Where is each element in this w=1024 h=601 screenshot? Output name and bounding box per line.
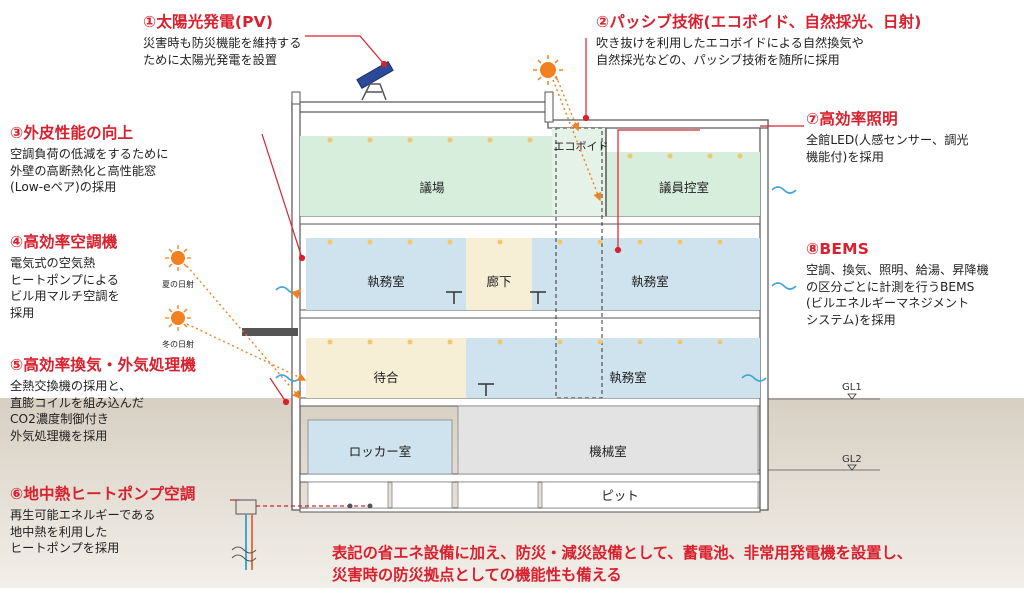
annotation-body: 全熱交換機の採用と、 直膨コイルを組み込んだ CO2濃度制御付き 外気処理機を採… bbox=[10, 379, 145, 443]
annotation-body: 全館LED(人感センサー、調光 機能付)を採用 bbox=[806, 133, 969, 164]
pit-cell-2 bbox=[391, 481, 453, 509]
label-waiting-room: 待合 bbox=[373, 370, 399, 385]
annotation-body: 空調、換気、照明、給湯、昇降機 の区分ごとに計測を行うBEMS (ビルエネルギー… bbox=[806, 263, 989, 327]
footer-note: 表記の省エネ設備に加え、防災・減災設備として、蓄電池、非常用発電機を設置し、 災… bbox=[332, 544, 913, 584]
label-office-1f: 執務室 bbox=[609, 370, 647, 385]
annotation-title: ①太陽光発電(PV) bbox=[143, 13, 274, 31]
label-locker-room: ロッカー室 bbox=[349, 444, 412, 459]
geothermal-pipe bbox=[231, 499, 373, 570]
pit-cell-4 bbox=[541, 481, 759, 509]
annotation-title: ④高効率空調機 bbox=[10, 233, 118, 251]
solar-panel-icon bbox=[356, 60, 394, 101]
annotation-body: 災害時も防災機能を維持する ために太陽光発電を設置 bbox=[143, 36, 302, 67]
label-summer-sun: 夏の日射 bbox=[162, 279, 194, 289]
gl1-label: GL1 bbox=[842, 382, 862, 393]
ceiling-lights bbox=[327, 137, 743, 345]
annotation-title: ⑦高効率照明 bbox=[806, 110, 898, 128]
label-eco-void: エコボイド bbox=[554, 140, 609, 153]
gl2-marker bbox=[847, 464, 857, 471]
pit-cell-1 bbox=[307, 481, 389, 509]
ac-units bbox=[446, 291, 546, 396]
label-winter-sun: 冬の日射 bbox=[162, 339, 194, 349]
room-office-1f bbox=[466, 338, 760, 398]
pit-cell-3 bbox=[457, 481, 539, 509]
annotation-lighting: ⑦高効率照明 全館LED(人感センサー、調光 機能付)を採用 bbox=[806, 110, 969, 165]
label-corridor: 廊下 bbox=[486, 274, 511, 289]
room-machine bbox=[457, 405, 759, 475]
building-structure bbox=[291, 91, 769, 513]
annotation-body: 吹き抜けを利用したエコボイドによる自然換気や 自然採光などの、パッシブ技術を随所… bbox=[596, 36, 864, 67]
annotation-title: ②パッシブ技術(エコボイド、自然採光、日射) bbox=[596, 13, 922, 31]
eave-louvre bbox=[242, 328, 298, 336]
label-members-room: 議員控室 bbox=[659, 180, 709, 195]
sun-rays bbox=[186, 75, 602, 400]
room-waiting bbox=[306, 338, 466, 398]
label-office-2f-left: 執務室 bbox=[367, 274, 405, 289]
room-members bbox=[606, 152, 760, 216]
sun-icon-top bbox=[533, 55, 563, 85]
room-office-2f-left bbox=[306, 238, 466, 310]
label-office-2f-right: 執務室 bbox=[631, 274, 669, 289]
label-assembly-hall: 議場 bbox=[419, 180, 444, 195]
annotation-body: 電気式の空気熱 ヒートポンプによる ビル用マルチ空調を 採用 bbox=[10, 256, 120, 320]
annotation-hvac: ④高効率空調機 電気式の空気熱 ヒートポンプによる ビル用マルチ空調を 採用 bbox=[10, 233, 120, 321]
sun-icon-summer bbox=[165, 245, 191, 271]
annotation-ventilation: ⑤高効率換気・外気処理機 全熱交換機の採用と、 直膨コイルを組み込んだ CO2濃… bbox=[10, 356, 196, 444]
gl1-marker bbox=[847, 393, 857, 400]
label-machine-room: 機械室 bbox=[589, 444, 627, 459]
annotation-body: 再生可能エネルギーである 地中熱を利用した ヒートポンプを採用 bbox=[10, 508, 156, 556]
annotation-body: 空調負荷の低減をするために 外壁の高断熱化と高性能窓 (Low-eペア)の採用 bbox=[10, 147, 169, 195]
annotation-title: ⑤高効率換気・外気処理機 bbox=[10, 356, 197, 374]
annotation-solar-pv: ①太陽光発電(PV) 災害時も防災機能を維持する ために太陽光発電を設置 bbox=[143, 13, 301, 68]
annotation-geothermal: ⑥地中熱ヒートポンプ空調 再生可能エネルギーである 地中熱を利用した ヒートポン… bbox=[10, 485, 196, 557]
annotation-title: ⑧BEMS bbox=[806, 240, 870, 258]
room-assembly-hall bbox=[300, 136, 552, 216]
annotation-passive-tech: ②パッシブ技術(エコボイド、自然採光、日射) 吹き抜けを利用したエコボイドによる… bbox=[596, 13, 922, 68]
room-locker bbox=[307, 419, 453, 475]
airflow-arrows bbox=[275, 186, 797, 382]
room-office-2f-right bbox=[532, 238, 760, 310]
room-eco-void bbox=[552, 128, 606, 216]
sun-icon-winter bbox=[165, 305, 191, 331]
room-corridor bbox=[466, 238, 532, 310]
annotation-title: ⑥地中熱ヒートポンプ空調 bbox=[10, 485, 196, 503]
annotation-title: ③外皮性能の向上 bbox=[10, 124, 134, 142]
gl2-label: GL2 bbox=[842, 454, 862, 465]
annotation-envelope: ③外皮性能の向上 空調負荷の低減をするために 外壁の高断熱化と高性能窓 (Low… bbox=[10, 124, 168, 196]
annotation-bems: ⑧BEMS 空調、換気、照明、給湯、昇降機 の区分ごとに計測を行うBEMS (ビ… bbox=[806, 240, 989, 328]
label-pit: ピット bbox=[601, 488, 639, 503]
